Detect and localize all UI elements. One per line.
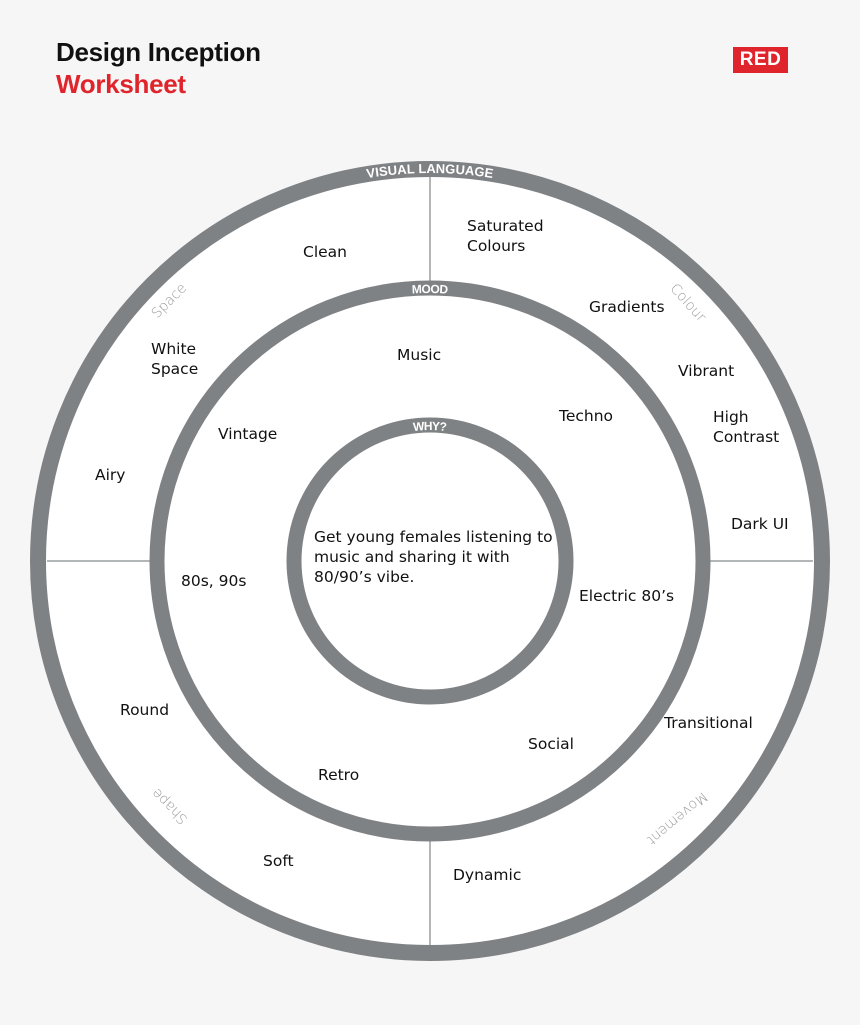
item-white-space: White Space	[151, 340, 199, 378]
mood-techno: Techno	[559, 407, 614, 425]
item-round: Round	[120, 701, 170, 719]
mood-electric-80s: Electric 80’s	[579, 587, 675, 605]
page-title: Design Inception Worksheet	[56, 36, 261, 100]
ring-label-visual-language: VISUAL LANGUAGE	[365, 161, 494, 181]
item-airy: Airy	[95, 466, 126, 484]
title-line-1: Design Inception	[56, 37, 261, 67]
item-dynamic: Dynamic	[453, 866, 522, 884]
ring-label-mood: MOOD	[411, 282, 448, 297]
item-soft: Soft	[263, 852, 294, 870]
mood-80s-90s: 80s, 90s	[181, 572, 247, 590]
why-statement: Get young females listening to music and…	[314, 528, 553, 586]
red-logo-badge: RED	[733, 47, 788, 73]
item-vibrant: Vibrant	[678, 362, 735, 380]
item-clean: Clean	[303, 243, 347, 261]
title-line-2: Worksheet	[56, 69, 186, 99]
item-gradients: Gradients	[589, 298, 665, 316]
mood-retro: Retro	[318, 766, 360, 784]
item-high-contrast: High Contrast	[713, 408, 780, 446]
item-dark-ui: Dark UI	[731, 515, 789, 533]
mood-music: Music	[397, 346, 442, 364]
inner-ring	[286, 417, 574, 705]
mood-social: Social	[528, 735, 574, 753]
item-transitional: Transitional	[664, 714, 753, 732]
ring-label-why: WHY?	[412, 419, 447, 434]
item-saturated-colours: Saturated Colours	[467, 217, 544, 255]
mood-vintage: Vintage	[218, 425, 278, 443]
